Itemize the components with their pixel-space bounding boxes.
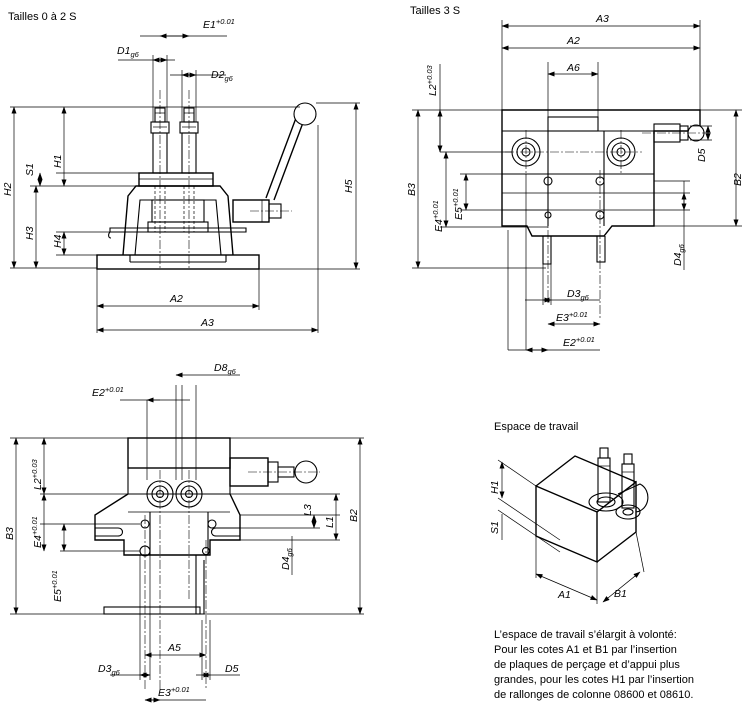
title-workspace: Espace de travail: [494, 421, 578, 433]
label-d8: D8g6: [214, 362, 237, 376]
front-view: [10, 33, 360, 333]
label-e5-top: E5+0.01: [451, 188, 465, 220]
label-a2-front: A2: [169, 293, 183, 305]
label-a6: A6: [566, 62, 580, 74]
label-d5-bottom: D5: [225, 663, 239, 675]
label-e4-bottom: E4+0.01: [30, 516, 44, 548]
note-line-3: de plaques de perçage et d’appui plus: [494, 659, 680, 671]
label-h1-iso: H1: [489, 481, 501, 494]
workspace-isometric: [497, 447, 649, 604]
label-b2-top: B2: [732, 173, 744, 186]
top-view-size0-2: [10, 372, 364, 703]
label-l2-bottom: L2+0.03: [30, 459, 44, 490]
top-view-size3: [412, 20, 742, 353]
label-a3-top: A3: [595, 13, 609, 25]
label-d1: D1g6: [117, 45, 140, 59]
label-a1-iso: A1: [557, 589, 571, 601]
label-e3-top: E3+0.01: [556, 310, 588, 324]
label-d5-top: D5: [696, 148, 708, 162]
note-line-5: de rallonges de colonne 08600 et 08610.: [494, 689, 693, 701]
note-line-1: L’espace de travail s’élargit à volonté:: [494, 629, 677, 641]
label-a5: A5: [167, 642, 181, 654]
label-b1-iso: B1: [614, 588, 627, 600]
label-e1: E1+0.01: [203, 17, 235, 31]
label-d3-bottom: D3g6: [98, 663, 121, 677]
label-b3-bottom: B3: [4, 527, 16, 540]
front-view-labels: E1+0.01 D1g6 D2g6 H2 S1 H1 H3 H4 H5 A2 A…: [2, 17, 355, 329]
workspace-note: L’espace de travail s’élargit à volonté:…: [494, 629, 694, 701]
top-view-size3-labels: A3 A2 A6 L2+0.03 B3 E4+0.01 E5+0.01 B2 D…: [406, 13, 744, 349]
label-h2: H2: [2, 182, 14, 196]
label-l1: L1: [324, 516, 336, 528]
label-h4: H4: [52, 234, 64, 248]
note-line-2: Pour les cotes A1 et B1 par l’insertion: [494, 644, 677, 656]
label-b2-bottom: B2: [348, 509, 360, 522]
label-d4-top: D4g6: [672, 243, 686, 266]
label-d4-bottom: D4g6: [280, 547, 294, 570]
label-b3-top: B3: [406, 183, 418, 196]
label-h5: H5: [343, 179, 355, 193]
title-sizes-3: Tailles 3 S: [410, 5, 460, 17]
label-d2: D2g6: [211, 69, 234, 83]
label-e3-bottom: E3+0.01: [158, 685, 190, 699]
label-s1: S1: [24, 163, 36, 176]
label-e2-top: E2+0.01: [563, 335, 595, 349]
label-e2-bottom: E2+0.01: [92, 385, 124, 399]
label-h1: H1: [52, 155, 64, 168]
label-l2-top: L2+0.03: [425, 65, 439, 96]
label-e4-top: E4+0.01: [431, 200, 445, 232]
note-line-4: grandes, pour les cotes H1 par l’inserti…: [494, 674, 694, 686]
label-a3-front: A3: [200, 317, 214, 329]
top-view-size0-2-labels: E2+0.01 D8g6 B3 L2+0.03 E4+0.01 E5+0.01 …: [4, 362, 360, 699]
label-s1-iso: S1: [489, 521, 501, 534]
label-e5-bottom: E5+0.01: [50, 570, 64, 602]
title-sizes-0-2: Tailles 0 à 2 S: [8, 11, 76, 23]
label-d3-top: D3g6: [567, 288, 590, 302]
workspace-labels: H1 S1 A1 B1: [489, 481, 627, 601]
label-h3: H3: [24, 226, 36, 240]
label-l3: L3: [302, 504, 314, 516]
label-a2-top: A2: [566, 35, 580, 47]
